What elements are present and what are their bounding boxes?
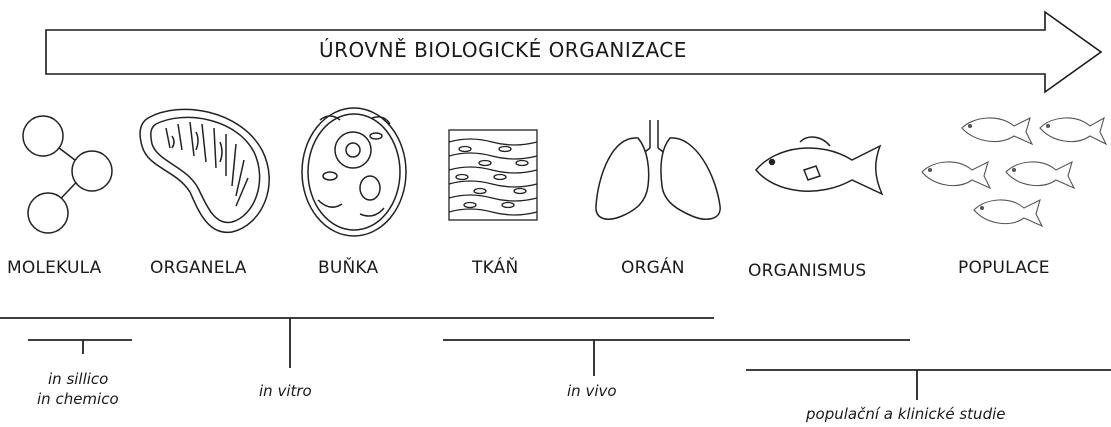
level-label-molecule: MOLEKULA xyxy=(7,258,102,278)
method-in-vitro: in vitro xyxy=(259,382,312,400)
molecule-icon xyxy=(23,116,112,233)
cell-icon xyxy=(302,108,406,236)
level-label-tissue: TKÁŇ xyxy=(472,258,518,278)
level-label-population: POPULACE xyxy=(958,258,1050,278)
method-in-chemico: in chemico xyxy=(37,390,119,408)
method-in-vivo: in vivo xyxy=(567,382,617,400)
method-lines xyxy=(0,318,1111,400)
level-label-organ: ORGÁN xyxy=(621,258,685,278)
fish-school-icon xyxy=(922,118,1106,226)
method-in-sillico: in sillico xyxy=(48,370,108,388)
method-population-clinical-studies: populační a klinické studie xyxy=(806,405,1005,423)
level-label-organism: ORGANISMUS xyxy=(748,261,866,281)
diagram-title: ÚROVNĚ BIOLOGICKÉ ORGANIZACE xyxy=(319,38,687,62)
lungs-icon xyxy=(596,120,720,219)
level-label-cell: BUŇKA xyxy=(318,258,378,278)
level-label-organelle: ORGANELA xyxy=(150,258,247,278)
tissue-icon xyxy=(449,130,537,220)
mitochondrion-icon xyxy=(140,109,269,232)
fish-icon xyxy=(756,137,882,194)
